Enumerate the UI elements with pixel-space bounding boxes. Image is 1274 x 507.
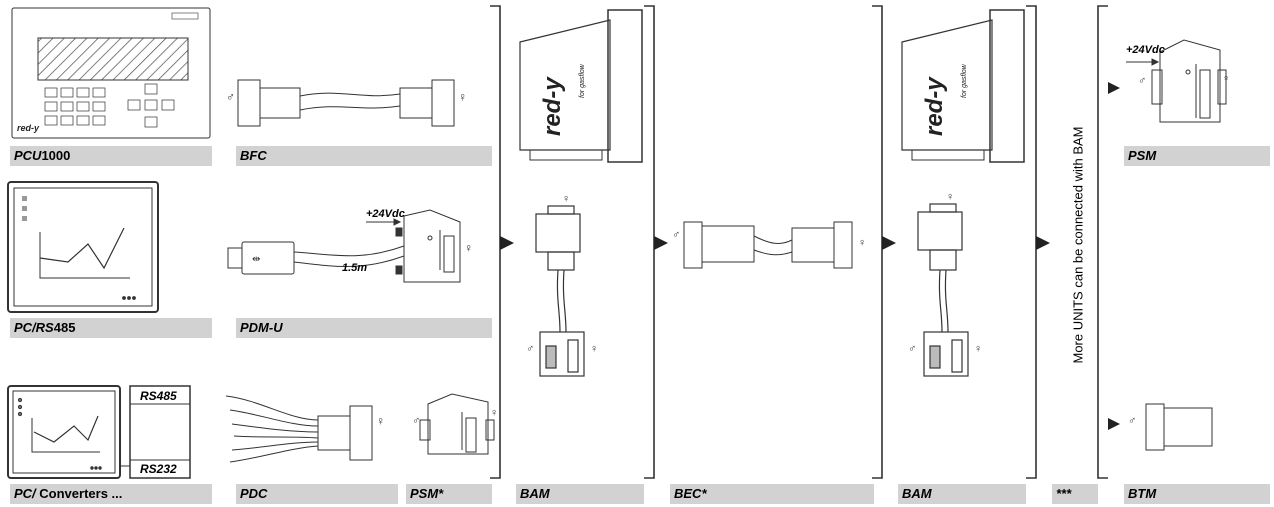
svg-text:red-y: red-y	[539, 76, 566, 136]
caption-pc-rs-suffix: 485	[53, 320, 76, 335]
caption-more: ***	[1052, 484, 1098, 504]
svg-text:for gasflow: for gasflow	[579, 63, 586, 98]
converter-rs232-label: RS232	[140, 462, 177, 476]
svg-text:♀: ♀	[562, 193, 570, 205]
btm-terminator: ♂	[1128, 403, 1213, 451]
more-units-note: More UNITS can be connected with BAM	[1068, 95, 1088, 395]
svg-text:♀: ♀	[490, 407, 498, 419]
psm-module: ♂ ♀	[1126, 39, 1230, 123]
svg-text:♂: ♂	[526, 343, 534, 355]
bam-unit-1: red-y for gasflow ♀ ♂ ♀	[519, 9, 643, 377]
caption-pc-rs-prefix: PC/RS	[14, 320, 54, 335]
caption-pcu-suffix: 1000	[41, 148, 71, 163]
caption-pc-conv-prefix: PC/	[14, 486, 36, 501]
caption-bam-1: BAM	[516, 484, 644, 504]
caption-bfc: BFC	[236, 146, 492, 166]
svg-text:♀: ♀	[1222, 73, 1230, 85]
svg-text:♂: ♂	[672, 229, 680, 241]
section-arrows	[500, 82, 1120, 430]
bfc-cable: ♂ ♀	[226, 79, 467, 127]
pc-monitor-converters	[7, 385, 191, 479]
svg-text:♂: ♂	[412, 415, 420, 427]
svg-text:♀: ♀	[858, 237, 866, 249]
svg-text:♂: ♂	[1128, 415, 1136, 427]
svg-text:♂: ♂	[226, 90, 235, 104]
caption-bam-2: BAM	[898, 484, 1026, 504]
pdm-voltage-label: +24Vdc	[366, 208, 405, 220]
caption-pdm-u: PDM-U	[236, 318, 492, 338]
caption-pc-rs485: PC/RS485	[10, 318, 212, 338]
more-units-text: More UNITS can be connected with BAM	[1070, 126, 1086, 364]
pdm-cable-length-label: 1.5m	[342, 262, 368, 274]
caption-pcu1000: PCU1000	[10, 146, 212, 166]
pcu1000-device: red-y	[11, 7, 211, 139]
svg-text:♀: ♀	[376, 414, 385, 428]
svg-text:♀: ♀	[458, 90, 467, 104]
caption-psm: PSM	[1124, 146, 1270, 166]
svg-text:red-y: red-y	[921, 76, 948, 136]
pdc-cable: ♀	[225, 395, 385, 463]
caption-btm: BTM	[1124, 484, 1270, 504]
svg-text:♂: ♂	[908, 343, 916, 355]
caption-pc-converters: PC/ Converters ...	[10, 484, 212, 504]
bec-cable: ♂ ♀	[672, 221, 866, 269]
pdm-u-adapter: ⇹ ♀	[227, 209, 473, 283]
pc-monitor-rs485	[7, 181, 159, 313]
svg-text:♂: ♂	[1138, 75, 1146, 87]
svg-text:♀: ♀	[590, 343, 598, 355]
svg-text:♀: ♀	[974, 343, 982, 355]
converter-rs485-label: RS485	[140, 389, 177, 403]
svg-text:⇹: ⇹	[252, 254, 260, 265]
psm-star-module: ♂ ♀	[412, 393, 498, 455]
bam-unit-2: red-y for gasflow ♀ ♂ ♀	[901, 9, 1025, 377]
caption-pc-conv-suffix: Converters ...	[35, 486, 123, 501]
svg-text:♀: ♀	[464, 241, 473, 255]
svg-text:red-y: red-y	[17, 123, 40, 133]
psm-voltage-label: +24Vdc	[1126, 44, 1165, 56]
svg-text:for gasflow: for gasflow	[961, 63, 968, 98]
caption-pcu-prefix: PCU	[14, 148, 42, 163]
caption-pdc: PDC	[236, 484, 398, 504]
svg-text:♀: ♀	[946, 191, 954, 203]
caption-bec: BEC*	[670, 484, 874, 504]
caption-psm-star: PSM*	[406, 484, 492, 504]
